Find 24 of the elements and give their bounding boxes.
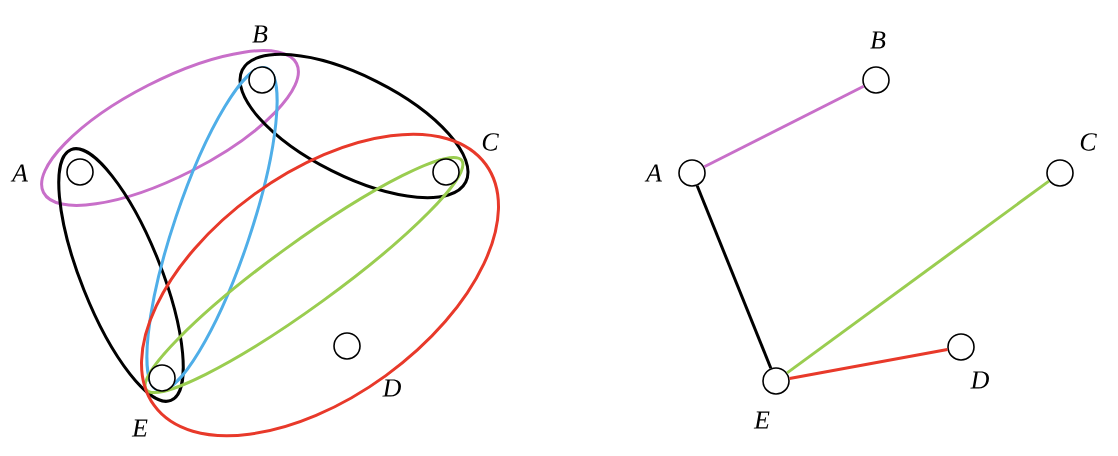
vertex-label: C bbox=[482, 133, 499, 151]
tree-edge bbox=[789, 348, 948, 380]
vertex-label: A bbox=[644, 164, 662, 182]
tree-edge bbox=[786, 179, 1050, 375]
vertex-label: E bbox=[131, 419, 148, 437]
vertex-label: C bbox=[1080, 133, 1097, 151]
vertex-circle bbox=[66, 158, 94, 186]
vertex-circle bbox=[862, 66, 890, 94]
tree-edge bbox=[703, 84, 865, 169]
vertex-circle bbox=[432, 158, 460, 186]
vertex-label: E bbox=[753, 411, 770, 429]
vertex-circle bbox=[248, 66, 276, 94]
vertex-label: B bbox=[870, 31, 886, 49]
vertex-circle bbox=[947, 333, 975, 361]
vertex-circle bbox=[678, 159, 706, 187]
tree-edge bbox=[695, 185, 773, 369]
vertex-circle bbox=[333, 332, 361, 360]
vertex-circle bbox=[148, 364, 176, 392]
vertex-circle bbox=[1046, 159, 1074, 187]
vertex-label: D bbox=[382, 379, 401, 397]
vertex-label: A bbox=[10, 164, 28, 182]
vertex-label: D bbox=[970, 371, 989, 389]
vertex-circle bbox=[762, 367, 790, 395]
vertex-label: B bbox=[252, 25, 268, 43]
